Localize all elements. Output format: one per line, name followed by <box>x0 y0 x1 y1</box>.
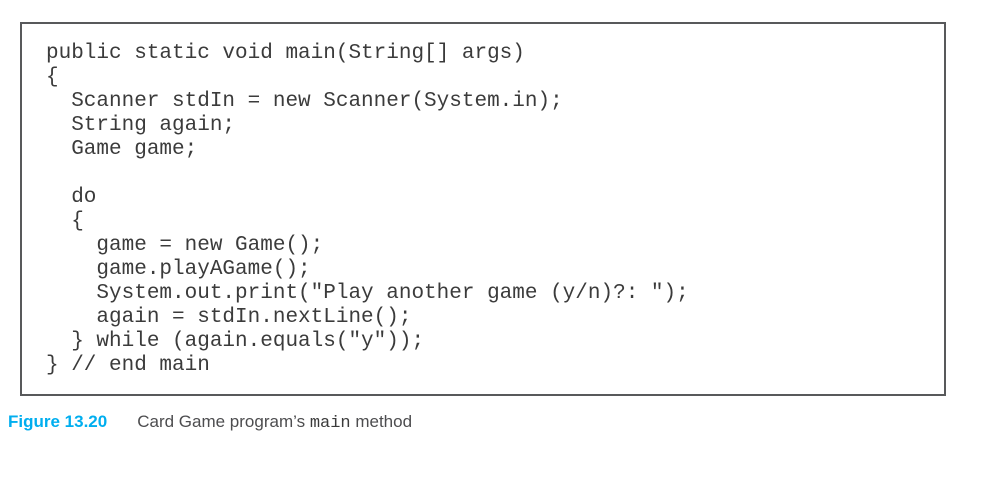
figure-caption-text-suffix: method <box>350 412 413 431</box>
code-line: Scanner stdIn = new Scanner(System.in); <box>46 90 563 113</box>
code-listing-box: public static void main(String[] args){ … <box>20 22 946 396</box>
code-line: } while (again.equals("y")); <box>46 330 425 353</box>
code-line: Game game; <box>46 138 198 161</box>
code-line: game.playAGame(); <box>46 258 311 281</box>
code-line-blank <box>46 162 944 186</box>
code-line: System.out.print("Play another game (y/n… <box>46 282 689 305</box>
figure-caption: Figure 13.20 Card Game program’s main met… <box>8 411 412 435</box>
figure-caption-code-word: main <box>309 414 351 433</box>
code-line: { <box>46 210 84 233</box>
figure-caption-label: Figure 13.20 <box>8 412 108 431</box>
code-line: game = new Game(); <box>46 234 324 257</box>
code-line: String again; <box>46 114 236 137</box>
code-line: do <box>46 186 97 209</box>
code-line: } // end main <box>46 354 210 377</box>
code-line: { <box>46 66 59 89</box>
code-line: again = stdIn.nextLine(); <box>46 306 412 329</box>
figure-caption-text-prefix: Card Game program’s <box>137 412 310 431</box>
code-listing: public static void main(String[] args){ … <box>22 24 944 378</box>
code-line: public static void main(String[] args) <box>46 42 525 65</box>
